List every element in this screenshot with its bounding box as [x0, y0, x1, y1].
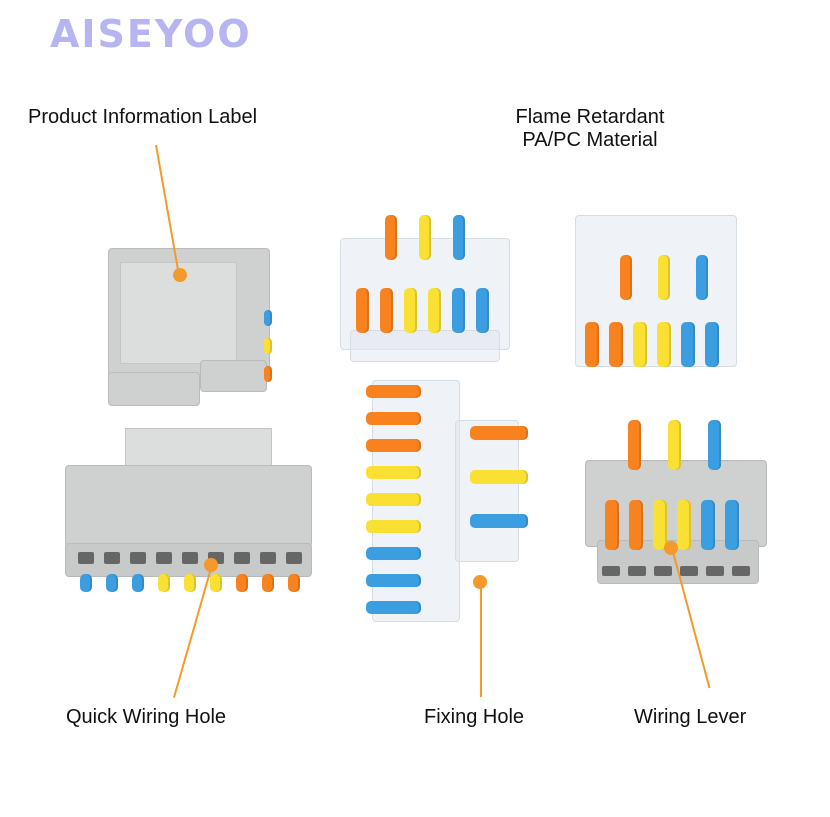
wiring-hole — [654, 566, 672, 576]
wiring-hole — [628, 566, 646, 576]
lever-yellow — [677, 500, 691, 550]
lever-orange — [585, 322, 599, 367]
lever-yellow — [428, 288, 441, 333]
lever-yellow — [653, 500, 667, 550]
lever-yellow — [633, 322, 647, 367]
lever-yellow — [419, 215, 431, 260]
lever-orange — [264, 366, 272, 382]
lever-orange — [385, 215, 397, 260]
lever-blue — [696, 255, 708, 300]
lever-blue — [132, 574, 144, 592]
lever-blue — [453, 215, 465, 260]
lever-blue — [80, 574, 92, 592]
brand-logo: AISEYOO — [50, 12, 252, 56]
lever-orange — [236, 574, 248, 592]
lever-blue — [452, 288, 465, 333]
callout-quick-wiring-hole: Quick Wiring Hole — [66, 706, 227, 728]
callout-material-line2: PA/PC Material — [522, 129, 658, 151]
lever-yellow — [668, 420, 681, 470]
lever-blue — [106, 574, 118, 592]
lever-blue — [476, 288, 489, 333]
lever-blue — [366, 601, 421, 614]
lever-blue — [725, 500, 739, 550]
leader-line-fixing-hole — [480, 582, 482, 697]
lever-yellow — [366, 466, 421, 479]
lever-orange — [470, 426, 528, 440]
leader-dot-wiring-lever — [664, 541, 678, 555]
wiring-hole — [680, 566, 698, 576]
lever-orange — [356, 288, 369, 333]
callout-wiring-lever: Wiring Lever — [634, 706, 747, 728]
callout-material-line1: Flame Retardant — [515, 106, 665, 128]
wiring-hole — [234, 552, 250, 564]
leader-dot-fixing-hole — [473, 575, 487, 589]
leader-dot-label — [173, 268, 187, 282]
lever-blue — [681, 322, 695, 367]
lever-yellow — [657, 322, 671, 367]
lever-orange — [366, 439, 421, 452]
lever-orange — [629, 500, 643, 550]
wiring-hole — [156, 552, 172, 564]
wiring-hole — [104, 552, 120, 564]
lever-orange — [366, 385, 421, 398]
lever-yellow — [658, 255, 670, 300]
callout-material: Flame Retardant PA/PC Material — [480, 106, 700, 152]
leader-dot-wiring-hole — [204, 558, 218, 572]
lever-orange — [288, 574, 300, 592]
lever-blue — [701, 500, 715, 550]
lever-blue — [708, 420, 721, 470]
callout-product-information-label: Product Information Label — [28, 106, 258, 128]
lever-orange — [620, 255, 632, 300]
lever-yellow — [366, 493, 421, 506]
lever-blue — [705, 322, 719, 367]
wiring-hole — [130, 552, 146, 564]
wiring-hole — [260, 552, 276, 564]
wiring-hole — [602, 566, 620, 576]
wiring-hole — [286, 552, 302, 564]
lever-orange — [380, 288, 393, 333]
lever-yellow — [210, 574, 222, 592]
lever-orange — [609, 322, 623, 367]
lever-orange — [605, 500, 619, 550]
wiring-hole — [78, 552, 94, 564]
lever-orange — [262, 574, 274, 592]
lever-blue — [470, 514, 528, 528]
lever-orange — [628, 420, 641, 470]
lever-blue — [366, 547, 421, 560]
callout-fixing-hole: Fixing Hole — [424, 706, 525, 728]
wiring-hole — [706, 566, 724, 576]
lever-yellow — [470, 470, 528, 484]
lever-yellow — [184, 574, 196, 592]
wiring-hole — [182, 552, 198, 564]
lever-orange — [366, 412, 421, 425]
lever-yellow — [404, 288, 417, 333]
lever-yellow — [264, 338, 272, 354]
lever-blue — [366, 574, 421, 587]
lever-yellow — [158, 574, 170, 592]
lever-blue — [264, 310, 272, 326]
wiring-hole — [732, 566, 750, 576]
lever-yellow — [366, 520, 421, 533]
